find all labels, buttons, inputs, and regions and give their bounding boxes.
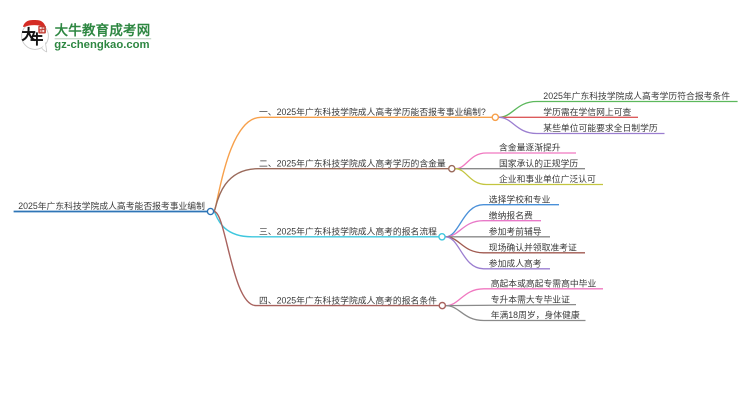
svg-text:二、2025年广东科技学院成人高考学历的含金量: 二、2025年广东科技学院成人高考学历的含金量 [259, 157, 446, 168]
svg-text:一、2025年广东科技学院成人高考学历能否报考事业编制?: 一、2025年广东科技学院成人高考学历能否报考事业编制? [259, 106, 486, 117]
svg-text:年满18周岁，身体健康: 年满18周岁，身体健康 [491, 309, 580, 320]
svg-text:选择学校和专业: 选择学校和专业 [489, 193, 551, 204]
svg-text:国家承认的正规学历: 国家承认的正规学历 [499, 157, 578, 168]
svg-text:缴纳报名费: 缴纳报名费 [489, 209, 533, 220]
svg-text:2025年广东科技学院成人高考学历符合报考条件: 2025年广东科技学院成人高考学历符合报考条件 [543, 90, 730, 101]
svg-text:大: 大 [22, 26, 36, 43]
svg-text:专升本需大专毕业证: 专升本需大专毕业证 [491, 293, 570, 304]
svg-text:现场确认并领取准考证: 现场确认并领取准考证 [489, 242, 577, 253]
svg-text:参加成人高考: 参加成人高考 [489, 258, 542, 269]
svg-text:2025年广东科技学院成人高考能否报考事业编制: 2025年广东科技学院成人高考能否报考事业编制 [18, 200, 205, 211]
svg-text:企业和事业单位广泛认可: 企业和事业单位广泛认可 [499, 173, 596, 184]
svg-text:学历需在学信网上可查: 学历需在学信网上可查 [543, 106, 631, 117]
svg-text:gz-chengkao.com: gz-chengkao.com [54, 39, 149, 51]
svg-text:牛: 牛 [30, 32, 43, 47]
svg-text:大牛教育成考网: 大牛教育成考网 [55, 22, 151, 38]
svg-text:某些单位可能要求全日制学历: 某些单位可能要求全日制学历 [543, 122, 658, 133]
svg-text:四、2025年广东科技学院成人高考的报名条件: 四、2025年广东科技学院成人高考的报名条件 [259, 294, 437, 305]
svg-text:参加考前辅导: 参加考前辅导 [489, 226, 542, 237]
svg-text:高起本或高起专需高中毕业: 高起本或高起专需高中毕业 [491, 278, 597, 289]
svg-text:含金量逐渐提升: 含金量逐渐提升 [499, 142, 561, 153]
svg-text:三、2025年广东科技学院成人高考的报名流程: 三、2025年广东科技学院成人高考的报名流程 [259, 226, 437, 237]
